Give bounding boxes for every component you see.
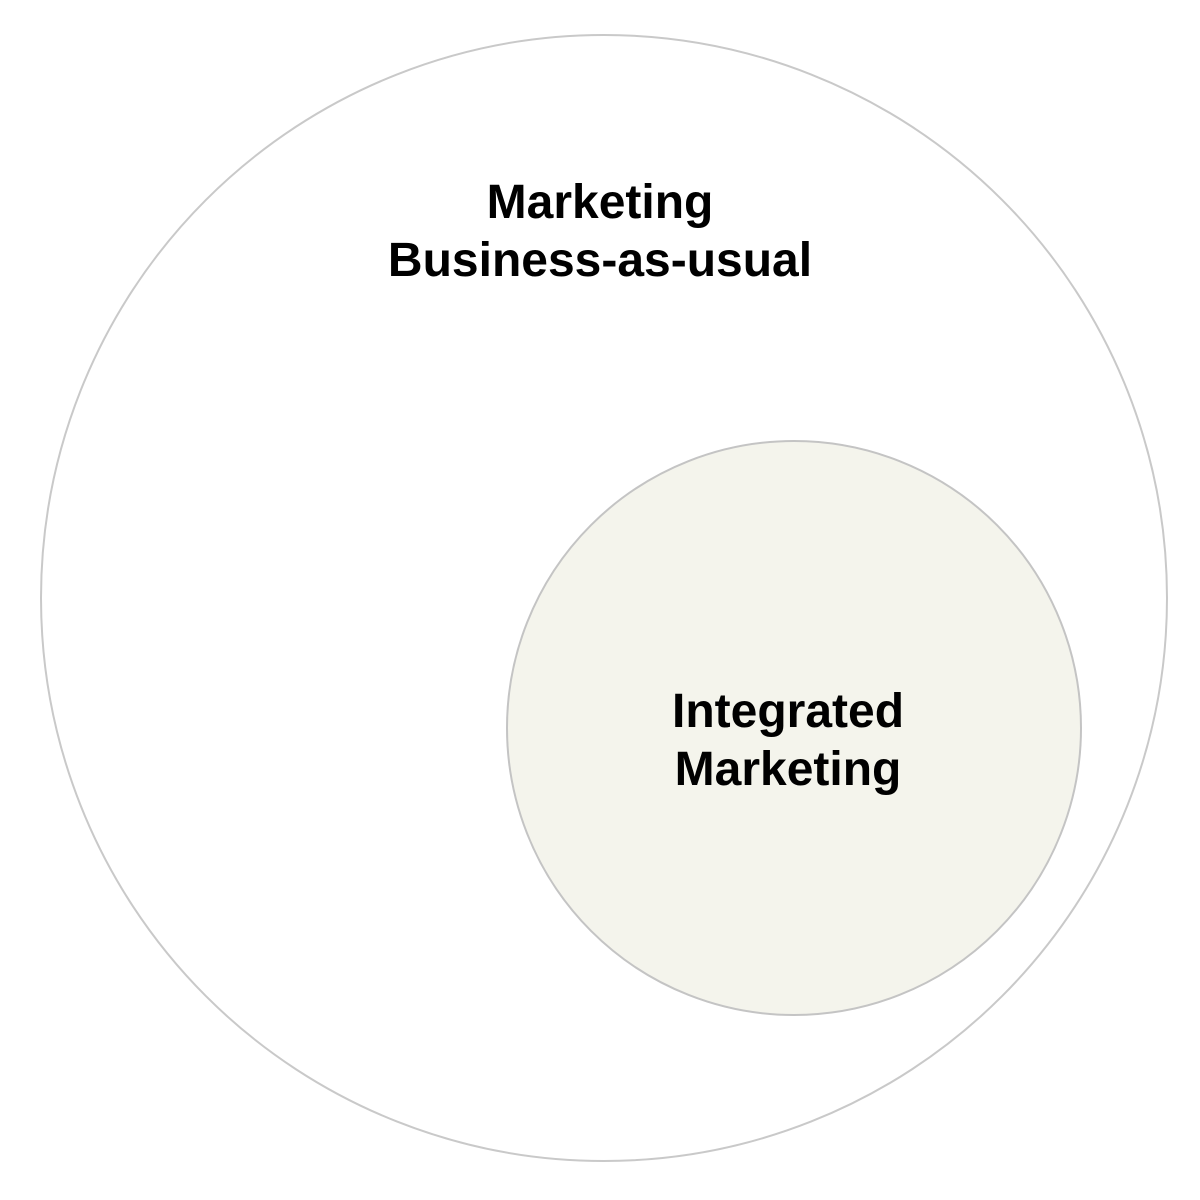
outer-label-line-1: Marketing (486, 176, 714, 229)
inner-circle-label: Integrated Marketing (588, 683, 988, 799)
inner-label-line-1: Integrated (671, 685, 905, 738)
inner-circle-integrated-marketing (506, 440, 1082, 1016)
outer-circle-label: Marketing Business-as-usual (300, 174, 900, 290)
inner-label-line-2: Marketing (674, 743, 902, 796)
outer-label-line-2: Business-as-usual (387, 234, 813, 287)
